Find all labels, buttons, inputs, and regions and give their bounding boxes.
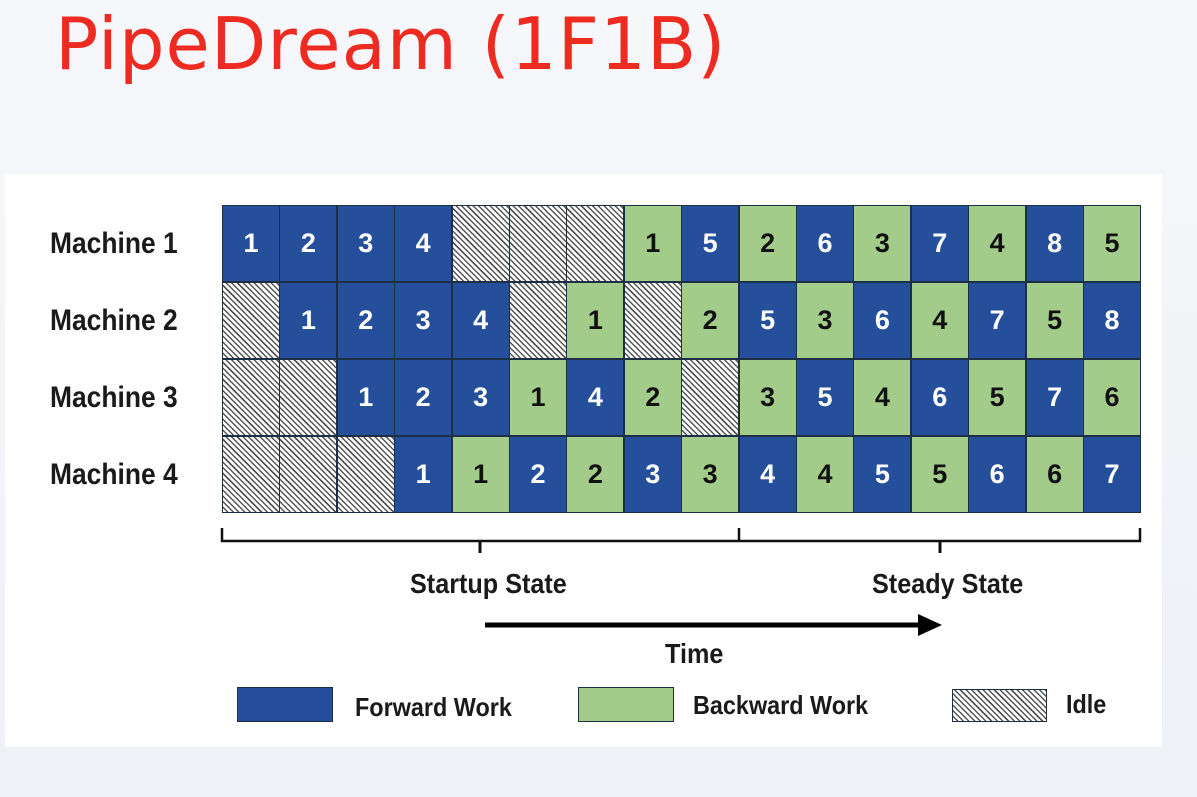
- forward-cell: 4: [451, 282, 510, 359]
- forward-cell: 3: [394, 282, 453, 359]
- machine-label: Machine 3: [50, 381, 178, 414]
- forward-cell: 2: [336, 282, 395, 359]
- legend-backward-swatch: [578, 687, 674, 722]
- page-title: PipeDream (1F1B): [55, 2, 727, 86]
- time-label: Time: [665, 638, 724, 669]
- forward-cell: 6: [910, 359, 969, 436]
- forward-cell: 5: [853, 436, 912, 513]
- legend-forward-label: Forward Work: [355, 692, 512, 722]
- backward-cell: 4: [968, 205, 1027, 282]
- machine-label: Machine 1: [50, 227, 178, 260]
- machine-label: Machine 4: [50, 458, 178, 491]
- backward-cell: 4: [796, 436, 854, 513]
- backward-cell: 3: [853, 205, 912, 282]
- forward-cell: 7: [1025, 359, 1084, 436]
- forward-cell: 7: [1083, 436, 1141, 513]
- steady-state-label: Steady State: [872, 568, 1024, 599]
- forward-cell: 3: [623, 436, 682, 513]
- machine-label: Machine 2: [50, 304, 178, 337]
- backward-cell: 6: [1083, 359, 1141, 436]
- time-arrow-head: [918, 614, 942, 636]
- backward-cell: 1: [451, 436, 510, 513]
- forward-cell: 6: [968, 436, 1027, 513]
- forward-cell: 6: [853, 282, 912, 359]
- idle-cell: [623, 282, 682, 359]
- legend-idle-label: Idle: [1066, 689, 1107, 719]
- backward-cell: 2: [738, 205, 797, 282]
- idle-cell: [222, 436, 280, 513]
- forward-cell: 2: [394, 359, 453, 436]
- backward-cell: 4: [910, 282, 969, 359]
- legend-idle-swatch: [952, 689, 1047, 722]
- idle-cell: [279, 436, 338, 513]
- legend-forward-swatch: [237, 687, 333, 722]
- forward-cell: 2: [279, 205, 338, 282]
- phase-bracket: [220, 528, 1142, 543]
- backward-cell: 5: [1083, 205, 1141, 282]
- idle-cell: [566, 205, 625, 282]
- backward-cell: 5: [910, 436, 969, 513]
- backward-cell: 2: [623, 359, 682, 436]
- forward-cell: 1: [336, 359, 395, 436]
- forward-cell: 5: [681, 205, 740, 282]
- forward-cell: 3: [451, 359, 510, 436]
- forward-cell: 5: [738, 282, 797, 359]
- backward-cell: 4: [853, 359, 912, 436]
- legend-backward-label: Backward Work: [693, 690, 869, 720]
- forward-cell: 7: [910, 205, 969, 282]
- backward-cell: 3: [738, 359, 797, 436]
- forward-cell: 7: [968, 282, 1027, 359]
- forward-cell: 5: [796, 359, 854, 436]
- idle-cell: [222, 359, 280, 436]
- forward-cell: 8: [1083, 282, 1141, 359]
- forward-cell: 4: [566, 359, 625, 436]
- startup-state-label: Startup State: [410, 568, 567, 599]
- backward-cell: 1: [566, 282, 625, 359]
- idle-cell: [222, 282, 280, 359]
- idle-cell: [509, 282, 567, 359]
- idle-cell: [336, 436, 395, 513]
- idle-cell: [681, 359, 740, 436]
- forward-cell: 8: [1025, 205, 1084, 282]
- forward-cell: 6: [796, 205, 854, 282]
- backward-cell: 5: [1025, 282, 1084, 359]
